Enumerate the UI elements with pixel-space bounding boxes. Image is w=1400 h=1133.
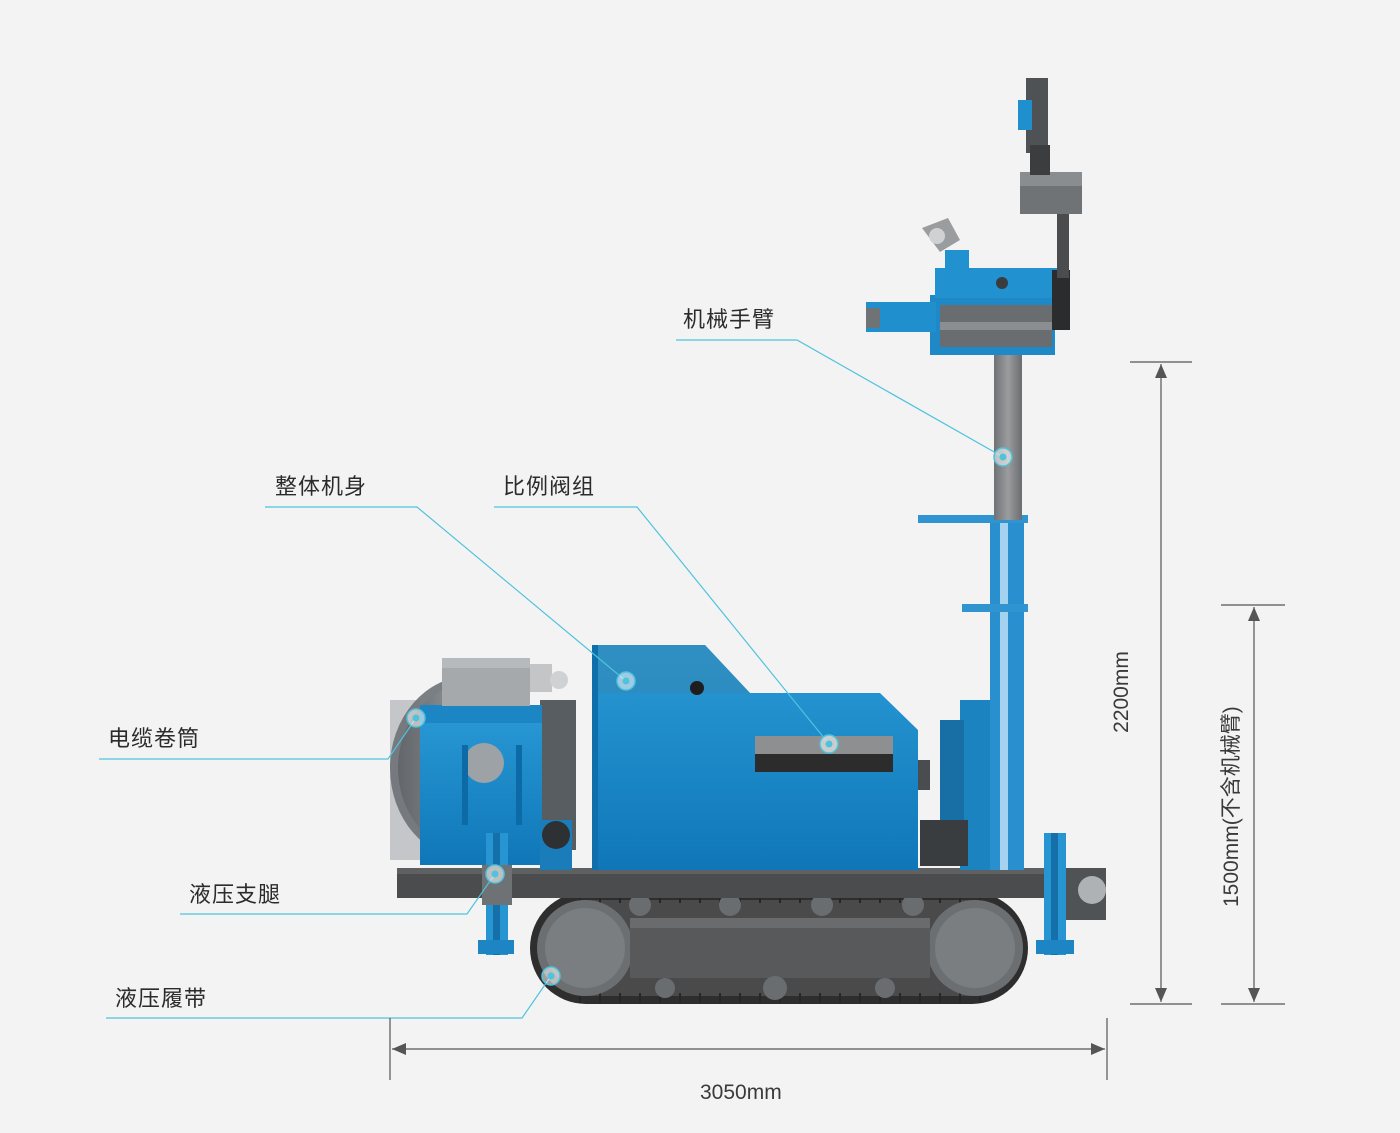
callout-marker-body bbox=[616, 671, 636, 691]
mast-column bbox=[918, 355, 1028, 870]
robotic-arm bbox=[866, 78, 1082, 355]
dimension-arrowheads bbox=[392, 364, 1260, 1055]
main-body bbox=[592, 645, 930, 870]
label-drum: 电缆卷筒 bbox=[108, 727, 201, 752]
dimension-height-total: 2200mm bbox=[1110, 651, 1133, 733]
callout-marker-legs bbox=[485, 864, 505, 884]
hydraulic-track bbox=[530, 892, 1028, 1004]
callout-marker-track bbox=[541, 966, 561, 986]
cable-drum bbox=[390, 658, 576, 870]
dimension-height-no-arm: 1500mm(不含机械臂) bbox=[1220, 706, 1243, 907]
label-legs: 液压支腿 bbox=[189, 883, 282, 908]
callout-markers bbox=[406, 447, 1013, 986]
label-body: 整体机身 bbox=[275, 475, 368, 500]
leader-lines bbox=[99, 339, 1004, 1019]
callout-marker-valve bbox=[819, 734, 839, 754]
dimension-lines bbox=[389, 361, 1285, 1080]
label-arm: 机械手臂 bbox=[683, 308, 776, 333]
callout-marker-drum bbox=[406, 708, 426, 728]
label-valve: 比例阀组 bbox=[503, 475, 596, 500]
dimension-width: 3050mm bbox=[700, 1081, 782, 1104]
callout-marker-arm bbox=[993, 447, 1013, 467]
label-track: 液压履带 bbox=[115, 987, 208, 1012]
